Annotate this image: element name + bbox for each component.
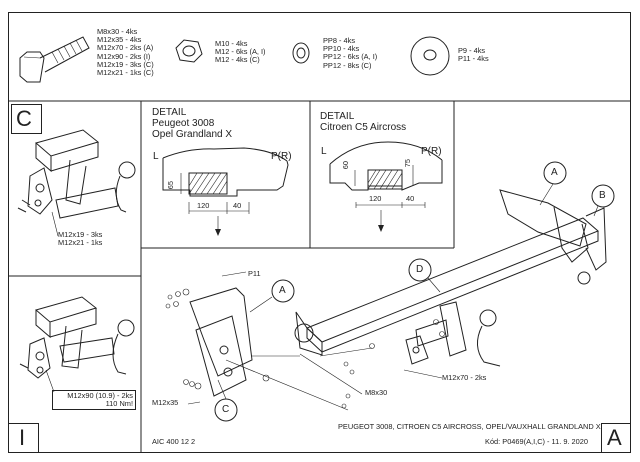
detail-title-line: Opel Grandland X (152, 129, 233, 140)
detail-title-line: DETAIL (152, 107, 187, 118)
nut-line: M10 - 4ks (215, 39, 248, 48)
callout-a-right: A (551, 167, 558, 178)
callout-a-left: A (279, 285, 286, 296)
panel-i-torque: 110 Nm! (105, 399, 133, 409)
nut-line: M12 - 4ks (C) (215, 55, 260, 65)
bolt-line: M12x19 - 3ks (C) (97, 59, 154, 69)
panel-c-bolt-line: M12x19 - 3ks (58, 230, 103, 239)
callout-c: C (222, 404, 230, 415)
bolt-line: M12x35 - 4ks (97, 35, 142, 45)
bolts-list: M8x30 - 4ks M12x35 - 4ks M12x70 - 2ks (A… (97, 27, 154, 78)
footer-letter-box (601, 423, 631, 453)
spring-washer-line: PP10 - 4ks (323, 44, 360, 54)
detail-citroen-left-label: L (321, 146, 327, 157)
bolt-line: M8x30 - 4ks (97, 27, 138, 36)
flat-washer-icon (410, 36, 450, 76)
detail-citroen-right-label: P(R) (421, 146, 442, 157)
detail-citroen-width-dim: 120 (369, 194, 382, 203)
detail-peugeot-left-label: L (153, 151, 159, 162)
callout-d: D (416, 264, 424, 275)
detail-peugeot-right-label: P(R) (271, 151, 292, 162)
bolt-line: M12x70 - 2ks (A) (97, 43, 154, 53)
panel-i-letter: I (19, 425, 26, 450)
detail-citroen-sketch (329, 141, 443, 232)
spring-washer-line: PP12 - 6ks (A, I) (323, 52, 378, 62)
detail-citroen-height-right-dim: 75 (403, 158, 413, 168)
detail-citroen-title: DETAIL Citroen C5 Aircross (320, 111, 406, 133)
panel-i-letter-box (8, 423, 39, 453)
panel-c-letter-box (11, 104, 42, 134)
panel-i-bolt-line: M12x90 (10.9) - 2ks (67, 391, 133, 400)
bolt-line: M12x90 - 2ks (I) (97, 51, 151, 61)
nut-line: M12 - 6ks (A, I) (215, 47, 266, 57)
panel-c-letter: C (16, 106, 32, 131)
panel-c-sketch (17, 129, 136, 237)
drawing-sheet (8, 12, 631, 453)
detail-title-line: Citroen C5 Aircross (320, 122, 407, 133)
panel-c-bolts: M12x19 - 3ks M12x21 - 1ks (58, 230, 103, 248)
detail-peugeot-title: DETAIL Peugeot 3008 Opel Grandland X (152, 107, 232, 140)
bolt-line: M12x21 - 1ks (C) (97, 68, 154, 78)
panel-i-bolt-box: M12x90 (10.9) - 2ks 110 Nm! (52, 390, 136, 411)
detail-peugeot-offset-dim: 40 (233, 201, 242, 210)
spring-washers-list: PP8 - 4ks PP10 - 4ks PP12 - 6ks (A, I) P… (323, 36, 378, 70)
label-m8x30: M8x30 (365, 388, 388, 397)
footer-kod: Kód: P0469(A,I,C) - 11. 9. 2020 (485, 437, 588, 446)
label-p11: P11 (248, 269, 261, 278)
spring-washer-line: PP12 - 8ks (C) (323, 60, 372, 70)
panel-i-sketch (19, 296, 135, 393)
footer-code: AIC 400 12 2 (152, 437, 196, 446)
detail-title-line: DETAIL (320, 111, 355, 122)
callout-b: B (599, 190, 606, 201)
detail-peugeot-width-dim: 120 (197, 201, 210, 210)
label-m12x70: M12x70 - 2ks (442, 373, 487, 382)
nuts-list: M10 - 4ks M12 - 6ks (A, I) M12 - 4ks (C) (215, 39, 266, 65)
nut-icon (175, 39, 203, 63)
flat-washer-line: P11 - 4ks (458, 54, 489, 64)
detail-peugeot-height-dim: 65 (166, 180, 176, 190)
bolt-icon (19, 36, 90, 83)
flat-washers-list: P9 - 4ks P11 - 4ks (458, 46, 489, 64)
main-assembly-sketch (165, 189, 607, 411)
footer-corner-letter: A (607, 425, 622, 450)
spring-washer-icon (292, 42, 310, 64)
callout-circles (214, 161, 615, 422)
flat-washer-line: P9 - 4ks (458, 46, 486, 55)
panel-c-bolt-line: M12x21 - 1ks (58, 238, 103, 248)
detail-title-line: Peugeot 3008 (152, 118, 215, 129)
footer-vehicles: PEUGEOT 3008, CITROEN C5 AIRCROSS, OPEL/… (338, 422, 601, 431)
detail-citroen-offset-dim: 40 (406, 194, 415, 203)
detail-peugeot-sketch (162, 147, 289, 236)
detail-citroen-height-left-dim: 60 (341, 160, 351, 170)
spring-washer-line: PP8 - 4ks (323, 36, 356, 45)
label-m12x35: M12x35 (152, 398, 179, 407)
